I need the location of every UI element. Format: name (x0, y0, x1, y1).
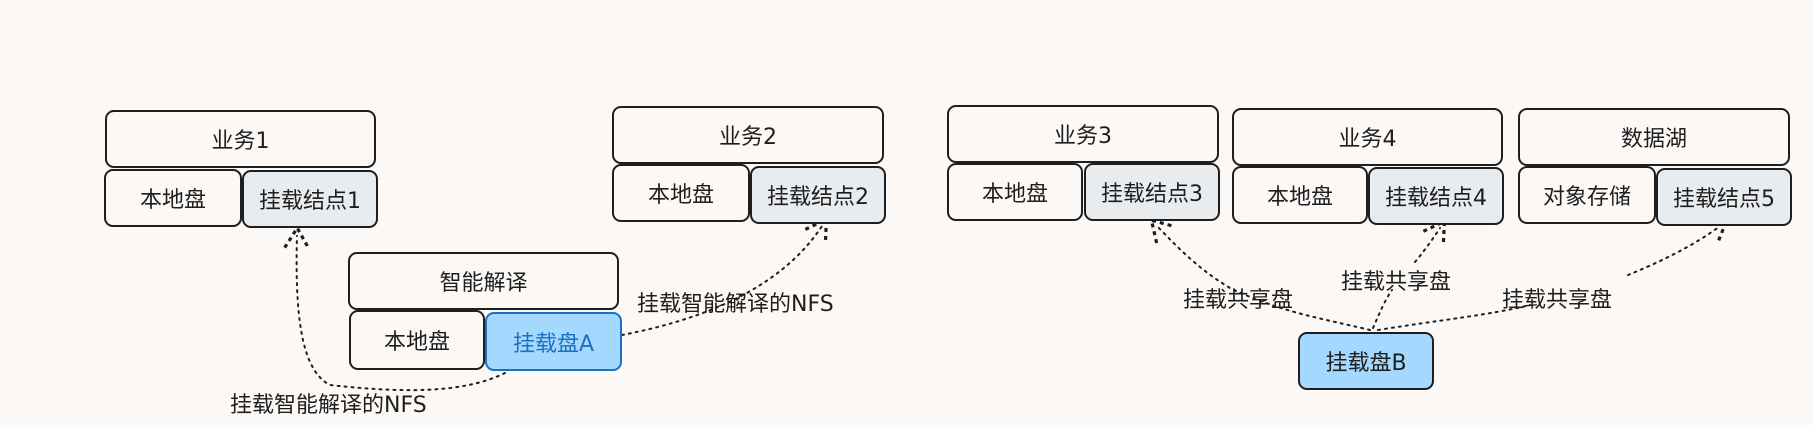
edge-diskB-to-mount3 (1157, 226, 1371, 331)
mount-node-4: 挂载结点4 (1385, 186, 1487, 211)
interp-local-disk-box: 本地盘 (349, 310, 485, 370)
biz1-title-box: 业务1 (105, 110, 376, 168)
mount-node-2-box: 挂载结点2 (750, 166, 886, 224)
edge-diskA-to-mount1 (297, 236, 506, 392)
mount-node-5: 挂载结点5 (1673, 187, 1775, 212)
datalake-title-box: 数据湖 (1518, 108, 1790, 166)
biz3-local-disk-box: 本地盘 (947, 163, 1083, 221)
biz1-local-disk-box: 本地盘 (104, 169, 242, 227)
biz4-local-disk: 本地盘 (1266, 185, 1333, 210)
mount-node-3-box: 挂载结点3 (1084, 163, 1220, 221)
biz2-title: 业务2 (719, 125, 777, 150)
edge-label-nfs-left: 挂载智能解译的NFS (230, 393, 427, 418)
mount-disk-a: 挂载盘A (512, 331, 595, 357)
mount-disk-b-box: 挂载盘B (1298, 332, 1434, 390)
datalake-object-storage: 对象存储 (1542, 185, 1631, 210)
edge-diskB-to-mount4 (1372, 228, 1440, 329)
biz2-local-disk: 本地盘 (647, 183, 714, 208)
datalake-title: 数据湖 (1620, 127, 1687, 152)
interp-title: 智能解译 (439, 271, 528, 296)
edge-label-share-4: 挂载共享盘 (1341, 270, 1452, 295)
biz2-title-box: 业务2 (612, 106, 884, 164)
edge-diskA-to-mount2 (621, 226, 822, 336)
biz1-title: 业务1 (211, 129, 270, 154)
mount-node-2: 挂载结点2 (767, 185, 869, 210)
edge-label-share-5: 挂载共享盘 (1502, 288, 1613, 313)
edge-label-share-3: 挂载共享盘 (1183, 288, 1294, 313)
biz3-title: 业务3 (1054, 124, 1112, 149)
biz1-local-disk: 本地盘 (139, 188, 206, 213)
biz2-local-disk-box: 本地盘 (612, 164, 750, 222)
mount-node-1: 挂载结点1 (259, 189, 361, 214)
biz4-title-box: 业务4 (1232, 108, 1503, 166)
biz4-title: 业务4 (1338, 127, 1397, 152)
mount-node-5-box: 挂载结点5 (1656, 168, 1792, 226)
edge-label-nfs-right: 挂载智能解译的NFS (637, 292, 834, 317)
mount-disk-a-box: 挂载盘A (485, 312, 622, 371)
biz3-local-disk: 本地盘 (981, 182, 1048, 207)
interp-local-disk: 本地盘 (383, 330, 450, 355)
mount-disk-b: 挂载盘B (1325, 351, 1407, 376)
mount-node-3: 挂载结点3 (1101, 182, 1203, 207)
biz4-local-disk-box: 本地盘 (1232, 166, 1368, 224)
mount-node-4-box: 挂载结点4 (1368, 167, 1504, 225)
mount-node-1-box: 挂载结点1 (242, 170, 378, 228)
biz3-title-box: 业务3 (947, 105, 1219, 163)
datalake-object-storage-box: 对象存储 (1518, 166, 1656, 224)
interp-title-box: 智能解译 (348, 252, 619, 310)
edge-diskB-to-mount5 (1377, 226, 1720, 331)
